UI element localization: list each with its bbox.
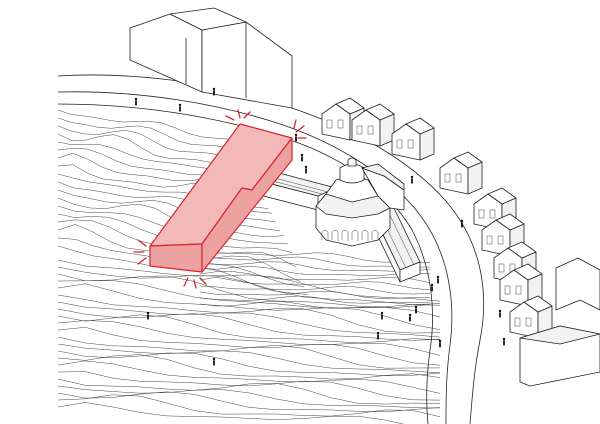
person-figure-icon: [436, 275, 440, 284]
historic-building: [239, 157, 421, 283]
person-figure-icon: [430, 283, 434, 292]
person-figure-icon: [212, 87, 216, 96]
emphasis-tick-icon: [193, 279, 197, 289]
townhouse: [351, 103, 395, 147]
proposed-building-highlight: [133, 109, 307, 289]
emphasis-tick-icon: [225, 115, 235, 121]
person-figure-icon: [212, 357, 216, 366]
emphasis-tick-icon: [295, 125, 305, 133]
person-figure-icon: [294, 133, 298, 142]
emphasis-tick-icon: [137, 257, 147, 265]
emphasis-tick-icon: [237, 109, 241, 119]
emphasis-tick-icon: [243, 111, 251, 119]
person-figure-icon: [376, 331, 380, 340]
person-figure-icon: [460, 219, 464, 228]
person-figure-icon: [300, 153, 304, 162]
townhouse: [439, 151, 483, 195]
person-figure-icon: [146, 311, 150, 320]
townhouse-row: [321, 97, 553, 339]
person-figure-icon: [178, 103, 182, 112]
person-figure-icon: [134, 97, 138, 106]
townhouse: [391, 117, 435, 161]
person-figure-icon: [502, 337, 506, 346]
person-figure-icon: [304, 165, 308, 174]
emphasis-tick-icon: [137, 239, 147, 247]
person-figure-icon: [408, 313, 412, 322]
people-figures: [134, 87, 506, 366]
emphasis-tick-icon: [293, 119, 297, 129]
emphasis-tick-icon: [199, 277, 207, 285]
person-figure-icon: [438, 339, 442, 348]
person-figure-icon: [498, 309, 502, 318]
bottom-right-buildings: [519, 257, 600, 387]
background-building: [129, 7, 293, 109]
emphasis-tick-icon: [183, 277, 189, 287]
person-figure-icon: [414, 305, 418, 314]
emphasis-ticks: [133, 109, 307, 289]
person-figure-icon: [410, 175, 414, 184]
person-figure-icon: [380, 311, 384, 320]
